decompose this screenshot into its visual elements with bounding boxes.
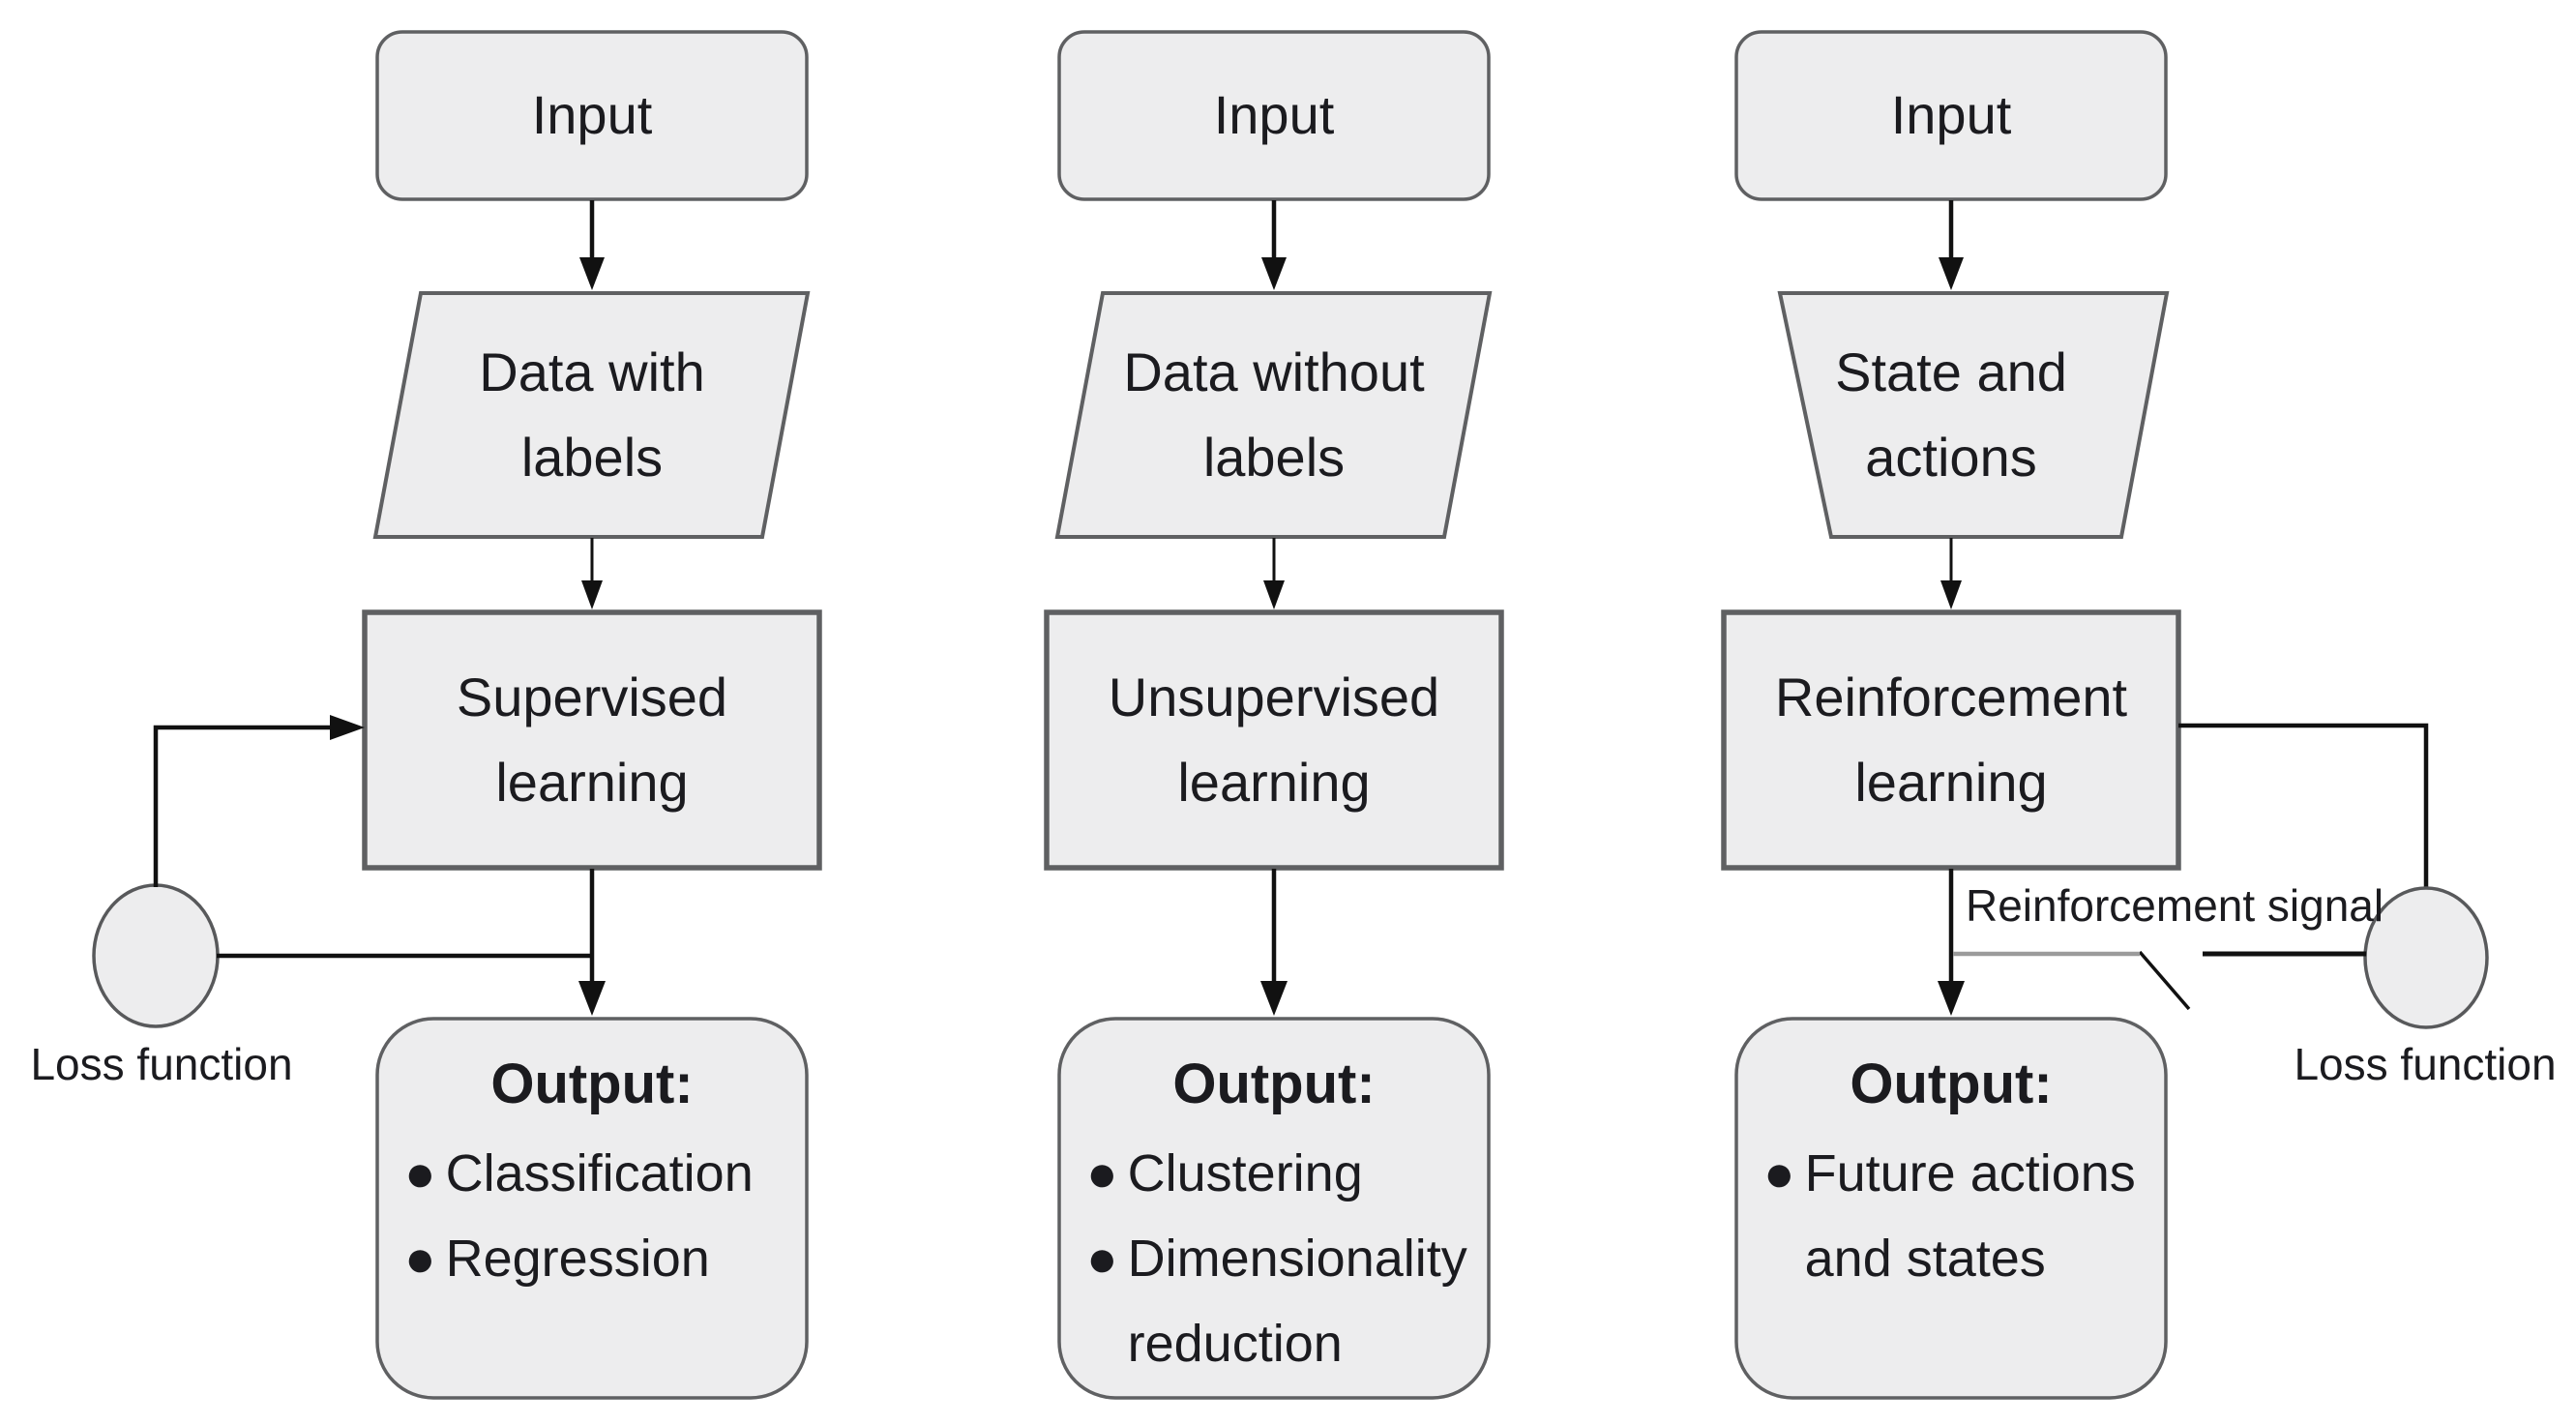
arrowhead-loss-feedback-left — [330, 715, 365, 740]
arrowhead-input-data-reinforcement — [1939, 257, 1964, 290]
bullet-icon: ● — [1763, 1144, 1795, 1202]
data-parallelogram-supervised — [372, 291, 811, 539]
reinforcement-feedback-line — [2178, 723, 2429, 887]
arrowhead-input-data-unsupervised — [1261, 257, 1287, 290]
bullet-icon: ● — [1086, 1230, 1118, 1288]
input-box-unsupervised — [1057, 30, 1491, 201]
output-content-reinforcement: Output: ● Future actions and states — [1736, 1050, 2166, 1301]
output-item: ● Future actions and states — [1736, 1131, 2166, 1301]
signal-switch-diagonal — [2138, 950, 2191, 1011]
output-item: ● Regression — [377, 1216, 807, 1301]
input-box-reinforcement — [1734, 30, 2168, 201]
output-box-supervised — [375, 1017, 809, 1400]
output-content-supervised: Output: ● Classification ● Regression — [377, 1050, 807, 1301]
process-label-supervised: Supervised learning — [456, 667, 728, 813]
loss-function-label-right: Loss function — [2294, 1039, 2557, 1089]
arrowhead-input-data-supervised — [579, 257, 605, 290]
arrowhead-process-output-unsupervised — [1260, 981, 1288, 1016]
data-parallelogram-reinforcement — [1777, 291, 2170, 539]
process-label-reinforcement: Reinforcement learning — [1774, 667, 2128, 813]
output-title-supervised: Output: — [490, 1053, 694, 1115]
bullet-icon: ● — [1086, 1144, 1118, 1202]
arrowhead-data-process-supervised — [581, 580, 603, 609]
loss-function-circle-left — [92, 883, 220, 1028]
input-box-supervised — [375, 30, 809, 201]
output-title-reinforcement: Output: — [1850, 1053, 2053, 1115]
output-item-label: Dimensionality reduction — [1127, 1230, 1467, 1373]
output-title-unsupervised: Output: — [1172, 1053, 1376, 1115]
loss-function-label-left: Loss function — [30, 1039, 293, 1089]
output-item-label: Clustering — [1127, 1144, 1363, 1202]
output-list-reinforcement: ● Future actions and states — [1736, 1131, 2166, 1301]
arrowhead-process-output-reinforcement — [1938, 981, 1965, 1016]
input-label-unsupervised: Input — [1213, 84, 1335, 145]
output-item-label: Regression — [445, 1230, 710, 1288]
arrowhead-data-process-reinforcement — [1940, 580, 1962, 609]
output-item: ● Classification — [377, 1131, 807, 1216]
input-label-reinforcement: Input — [1890, 84, 2012, 145]
process-label-unsupervised: Unsupervised learning — [1108, 667, 1440, 813]
output-item: ● Dimensionality reduction — [1059, 1216, 1489, 1386]
output-list-unsupervised: ● Clustering ● Dimensionality reduction — [1059, 1131, 1489, 1386]
arrowhead-data-process-unsupervised — [1263, 580, 1285, 609]
data-parallelogram-unsupervised — [1054, 291, 1493, 539]
output-item-label: Classification — [445, 1144, 754, 1202]
data-label-supervised: Data with labels — [479, 341, 705, 488]
reinforcement-signal-label: Reinforcement signal — [1966, 880, 2384, 931]
loss-feedback-line-left — [153, 725, 330, 887]
data-label-reinforcement: State and actions — [1835, 341, 2067, 488]
process-box-reinforcement — [1721, 609, 2181, 871]
output-item-label: Future actions and states — [1804, 1144, 2136, 1288]
process-box-supervised — [362, 609, 822, 871]
arrowhead-process-output-supervised — [578, 981, 606, 1016]
output-list-supervised: ● Classification ● Regression — [377, 1131, 807, 1301]
output-item: ● Clustering — [1059, 1131, 1489, 1216]
output-box-unsupervised — [1057, 1017, 1491, 1400]
bullet-icon: ● — [404, 1230, 436, 1288]
output-content-unsupervised: Output: ● Clustering ● Dimensionality re… — [1059, 1050, 1489, 1386]
input-label-supervised: Input — [531, 84, 653, 145]
bullet-icon: ● — [404, 1144, 436, 1202]
data-label-unsupervised: Data without labels — [1123, 341, 1425, 488]
process-box-unsupervised — [1044, 609, 1504, 871]
output-box-reinforcement — [1734, 1017, 2168, 1400]
loss-function-circle-right — [2363, 886, 2489, 1029]
